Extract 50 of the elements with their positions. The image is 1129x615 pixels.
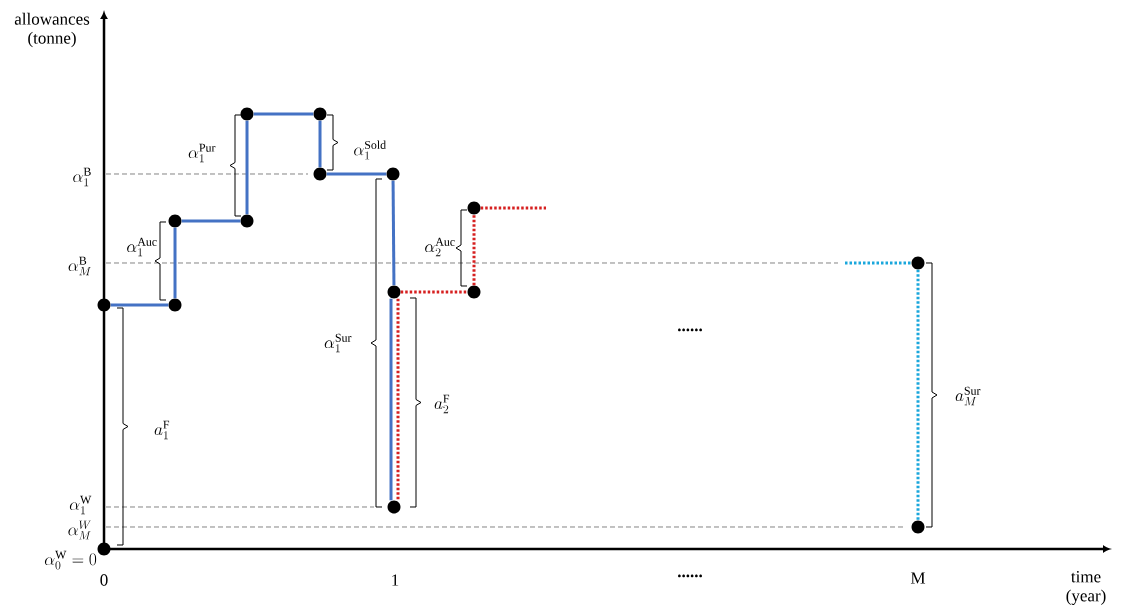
axis-value-label: $\alpha_{1}^{\mathrm{W}}$ xyxy=(69,495,92,515)
data-point xyxy=(387,285,401,299)
step-line xyxy=(253,112,314,116)
value-label: $a_{M}^{\mathrm{Sur}}$ xyxy=(955,386,981,406)
step-line xyxy=(400,290,468,294)
data-point xyxy=(313,107,327,121)
data-point xyxy=(386,167,400,181)
step-line xyxy=(396,298,400,501)
axis-value-label: $\alpha_{M}^{W}$ xyxy=(68,520,91,540)
step-line xyxy=(110,303,169,307)
ellipsis: ...... xyxy=(678,328,702,332)
axis-value-label: $\alpha_{0}^{\mathrm{W}}=0$ xyxy=(44,550,97,570)
data-point xyxy=(467,201,481,215)
axis-value-label: $\alpha_{1}^{\mathrm{B}}$ xyxy=(73,167,91,187)
tick-label: 0 xyxy=(100,574,108,586)
data-point xyxy=(168,214,182,228)
data-point xyxy=(911,256,925,270)
data-point xyxy=(97,298,111,312)
data-point xyxy=(168,298,182,312)
step-line xyxy=(480,206,546,210)
step-line xyxy=(845,261,912,265)
step-line xyxy=(916,269,920,521)
ellipsis: ...... xyxy=(678,574,702,578)
step-line xyxy=(318,120,322,168)
step-line xyxy=(389,298,393,501)
value-label: $\alpha_{1}^{\mathrm{Auc}}$ xyxy=(127,237,157,257)
data-point xyxy=(387,500,401,514)
data-point xyxy=(467,285,481,299)
value-label: $\alpha_{2}^{\mathrm{Auc}}$ xyxy=(425,237,455,257)
value-label: $\alpha_{1}^{\mathrm{Sur}}$ xyxy=(324,333,352,353)
value-label: $\alpha_{1}^{\mathrm{Pur}}$ xyxy=(188,143,216,163)
data-point xyxy=(240,214,254,228)
axis-title: allowances (tonne) xyxy=(14,12,90,48)
step-line xyxy=(245,120,249,215)
axis-title: time (year) xyxy=(1066,571,1106,605)
data-point xyxy=(97,542,111,556)
step-line xyxy=(391,180,396,286)
tick-label: M xyxy=(910,572,926,584)
data-point xyxy=(240,107,254,121)
data-point xyxy=(313,167,327,181)
axis-value-label: $\alpha_{M}^{\mathrm{B}}$ xyxy=(68,256,91,276)
tick-label: 1 xyxy=(392,574,399,586)
value-label: $\alpha_{1}^{\mathrm{Sold}}$ xyxy=(354,140,386,160)
step-line xyxy=(181,219,241,223)
step-line xyxy=(472,214,476,286)
data-point xyxy=(911,520,925,534)
step-line xyxy=(326,172,387,176)
value-label: $a_{2}^{\mathrm{F}}$ xyxy=(434,394,450,414)
step-line xyxy=(173,227,177,299)
value-label: $a_{1}^{\mathrm{F}}$ xyxy=(154,420,170,440)
